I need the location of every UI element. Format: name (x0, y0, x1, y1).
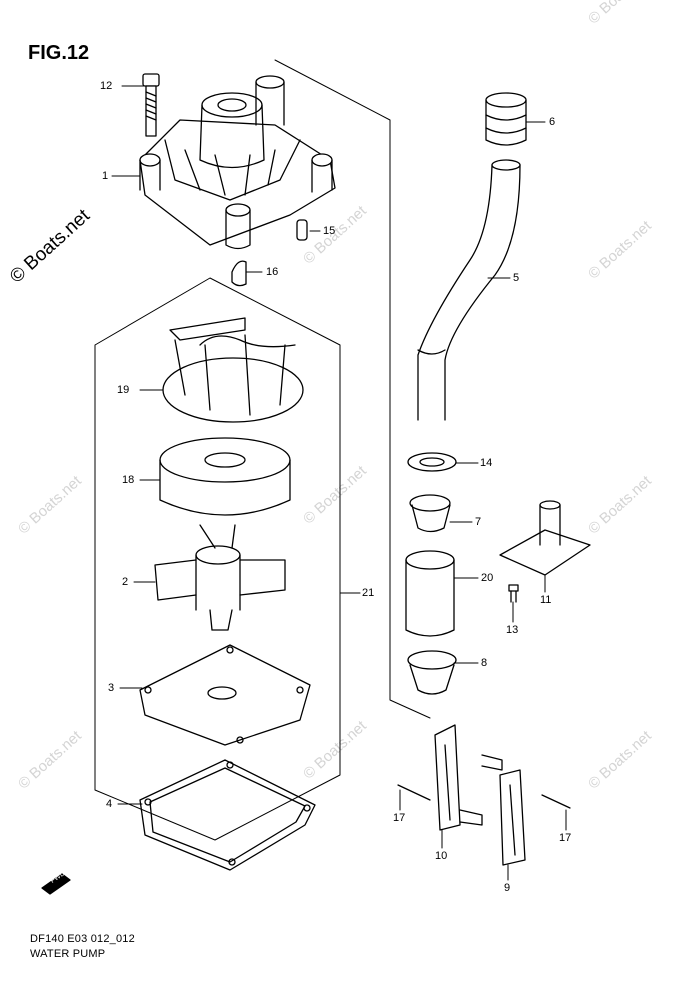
callout-2: 2 (122, 576, 129, 588)
callout-16: 16 (266, 266, 279, 278)
callout-14: 14 (480, 457, 493, 469)
guide-rail-9 (481, 754, 526, 866)
footer-code: DF140 E03 012_012 (30, 933, 135, 945)
leader-lines (111, 85, 567, 881)
callout-5: 5 (513, 272, 520, 284)
tube-20 (405, 550, 455, 637)
bushing-7 (409, 494, 451, 533)
screw-17-left (397, 784, 431, 801)
kit-outline-21 (94, 277, 341, 841)
impeller-liner-19 (162, 317, 304, 423)
fwd-arrow-icon (41, 873, 71, 895)
callout-18: 18 (122, 474, 135, 486)
impeller-2 (154, 524, 286, 631)
callout-11: 11 (540, 594, 552, 606)
callout-10: 10 (435, 850, 448, 862)
callout-13: 13 (506, 624, 519, 636)
callout-8: 8 (481, 657, 488, 669)
grommet-6 (485, 92, 527, 146)
guide-8 (407, 650, 457, 695)
assembly-bracket (274, 59, 431, 719)
callout-12: 12 (100, 80, 113, 92)
water-tube-5 (417, 159, 521, 421)
footer-name: WATER PUMP (30, 948, 106, 960)
pump-plate-3 (139, 644, 311, 746)
callout-20: 20 (481, 572, 494, 584)
seal-14 (407, 452, 457, 472)
key-16 (231, 260, 247, 287)
callout-21: 21 (362, 587, 375, 599)
callout-17-left: 17 (393, 812, 406, 824)
dowel-pin-15 (296, 219, 308, 241)
callout-9: 9 (504, 882, 511, 894)
callout-19: 19 (117, 384, 130, 396)
callout-4: 4 (106, 798, 113, 810)
callout-17-right: 17 (559, 832, 572, 844)
pump-case-1 (139, 75, 336, 250)
pump-housing-18 (159, 437, 291, 516)
callout-1: 1 (102, 170, 109, 182)
gasket-4 (139, 759, 316, 871)
callout-3: 3 (108, 682, 115, 694)
figure-title: FIG.12 (28, 42, 90, 64)
callout-7: 7 (475, 516, 482, 528)
screw-13 (508, 584, 519, 603)
bolt-12 (142, 73, 160, 137)
screw-17-right (541, 794, 571, 809)
callout-15: 15 (323, 225, 336, 237)
guide-rail-10 (434, 724, 483, 831)
bracket-11 (499, 500, 591, 576)
callout-6: 6 (549, 116, 556, 128)
